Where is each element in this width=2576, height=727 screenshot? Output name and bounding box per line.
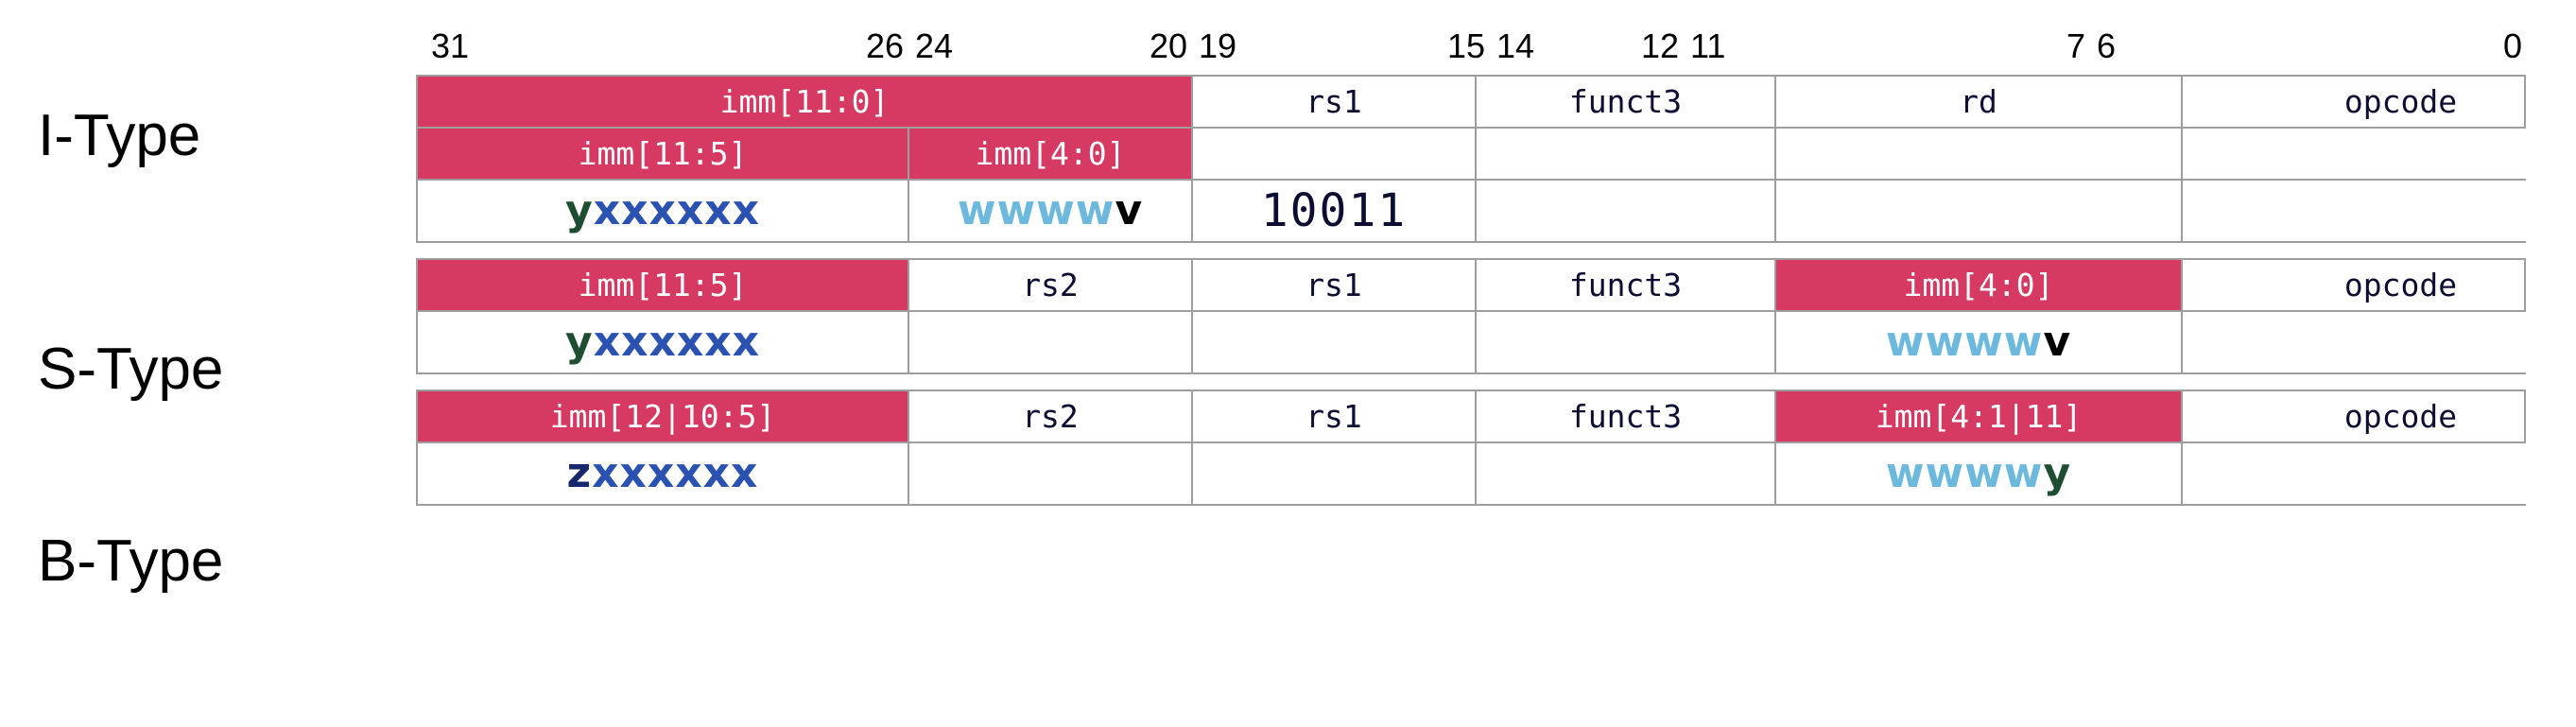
bit-value-cell: zxxxxxx [418,443,909,504]
empty-cell [1477,181,1776,241]
field-cell-imm-12-10-5-: imm[12|10:5] [418,391,909,441]
field-cell-imm-4-1-11-: imm[4:1|11] [1776,391,2183,441]
field-cell-imm-11-5-: imm[11:5] [418,129,909,179]
type-label-s-type: S-Type [38,337,224,402]
bit-run-lightblue: wwww [957,186,1115,234]
field-cell-rs2: rs2 [909,391,1193,441]
field-cell-rs1: rs1 [1193,77,1477,127]
field-cell-imm-11-0-: imm[11:0] [418,77,1193,127]
empty-cell [2183,181,2576,241]
bit-run-lightblue: wwww [1885,449,2044,497]
bit-tick-14: 14 [1496,26,1535,65]
bit-value-row: zxxxxxx wwwwy [416,441,2576,506]
bit-value-cell: wwwwv [1776,312,2183,372]
bit-tick-31: 31 [431,26,470,65]
bit-run-blue: xxxxxx [593,318,760,366]
bit-tick-26: 26 [865,26,904,65]
field-cell-funct3: funct3 [1477,391,1776,441]
bit-tick-19: 19 [1199,26,1237,65]
type-label-i-type: I-Type [38,103,201,168]
field-cell-rs2: rs2 [909,260,1193,310]
bit-value-cell: wwwwv [909,181,1193,241]
bit-value-cell: yxxxxxx [418,312,909,372]
bit-run-lightblue: wwww [1885,318,2044,366]
band-separator [416,374,2526,389]
type-label-b-type: B-Type [38,528,224,594]
bit-tick-24: 24 [915,26,954,65]
empty-cell [1776,181,2183,241]
bit-run-black: v [1115,186,1144,234]
empty-cell [1193,443,1477,504]
bit-tick-11: 11 [1690,26,1726,65]
bit-tick-15: 15 [1446,26,1485,65]
bit-tick-20: 20 [1149,26,1187,65]
bit-tick-6: 6 [2097,26,2117,65]
bit-tick-0: 0 [2502,26,2522,65]
field-cell-funct3: funct3 [1477,77,1776,127]
band-separator [416,243,2526,258]
bit-value-cell: 10011 [1193,181,1477,241]
empty-cell [1477,443,1776,504]
field-cell-opcode: opcode [2343,83,2458,120]
field-cell-opcode: opcode [2343,398,2458,435]
empty-cell [1477,129,1776,179]
field-cell-funct3: funct3 [1477,260,1776,310]
empty-cell [1193,129,1477,179]
field-cell-opcode: opcode [2343,267,2458,303]
field-cell-imm-11-5-: imm[11:5] [418,260,909,310]
bit-run-navy: z [566,449,593,497]
empty-cell [2183,129,2576,179]
bit-value-row: yxxxxxx wwwwv [416,310,2576,374]
empty-cell [1477,312,1776,372]
field-cell-rd: rd [1776,77,2183,127]
field-cell-imm-4-0-: imm[4:0] [909,129,1193,179]
bit-value-cell: wwwwy [1776,443,2183,504]
empty-cell [2183,312,2576,372]
bit-tick-12: 12 [1640,26,1679,65]
bit-run-black: v [2043,318,2072,366]
empty-cell [1193,312,1477,372]
bit-run-green: y [565,318,594,366]
bit-run-green: y [565,186,594,234]
empty-cell [1776,129,2183,179]
bit-run-green: y [2043,449,2072,497]
bit-tick-7: 7 [2066,26,2085,65]
bit-run-navy-mono: 10011 [1260,184,1408,237]
bit-run-blue: xxxxxx [592,449,759,497]
field-name-row: imm[11:5]imm[4:0] [416,127,2576,179]
bit-run-blue: xxxxxx [593,186,760,234]
field-cell-rs1: rs1 [1193,391,1477,441]
empty-cell [2183,443,2576,504]
empty-cell [909,312,1193,372]
empty-cell [909,443,1193,504]
field-cell-imm-4-0-: imm[4:0] [1776,260,2183,310]
field-cell-rs1: rs1 [1193,260,1477,310]
bit-value-cell: yxxxxxx [418,181,909,241]
